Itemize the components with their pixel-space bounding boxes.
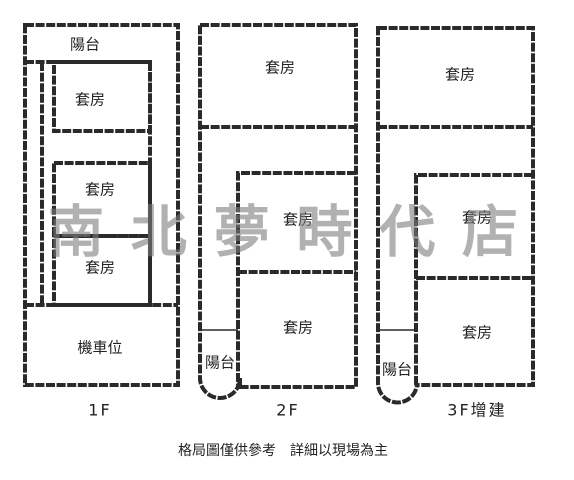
floor-1f: 陽台 套房 套房 套房 機車位 1F bbox=[23, 23, 180, 420]
floor-1f-suite-2-label: 套房 bbox=[85, 181, 115, 199]
floor-2f-balcony-label: 陽台 bbox=[205, 354, 235, 372]
floor-2f-label: 2F bbox=[276, 401, 299, 420]
floor-1f-outline bbox=[23, 23, 180, 387]
floor-2f-suite-3-label: 套房 bbox=[283, 319, 313, 337]
floor-3f-label: 3F增建 bbox=[447, 401, 506, 420]
floor-3f-suite-1-label: 套房 bbox=[445, 66, 475, 84]
floor-3f-suite-3-label: 套房 bbox=[462, 324, 492, 342]
floor-3f-suite-2-label: 套房 bbox=[462, 209, 492, 227]
floor-3f: 套房 套房 套房 陽台 3F增建 bbox=[376, 26, 535, 420]
floor-2f-suite-1-label: 套房 bbox=[265, 59, 295, 77]
floor-1f-suite-1-room bbox=[52, 60, 152, 133]
disclaimer-caption: 格局圖僅供參考 詳細以現場為主 bbox=[178, 443, 388, 459]
floor-1f-suite-1-label: 套房 bbox=[75, 91, 105, 109]
floor-1f-scooter-parking-label: 機車位 bbox=[77, 339, 122, 357]
floor-3f-corridor-wall bbox=[414, 173, 533, 385]
floor-3f-balcony-label: 陽台 bbox=[382, 361, 412, 379]
floor-2f: 套房 套房 套房 陽台 2F bbox=[198, 23, 358, 420]
store-watermark: 南 北 夢 時 代 店 bbox=[48, 200, 518, 266]
floor-1f-balcony-label: 陽台 bbox=[70, 36, 100, 54]
floor-2f-suite-2-label: 套房 bbox=[283, 211, 313, 229]
floor-1f-label: 1F bbox=[88, 401, 111, 420]
floor-1f-suite-3-label: 套房 bbox=[85, 259, 115, 277]
floor-2f-corridor-wall bbox=[236, 171, 356, 387]
